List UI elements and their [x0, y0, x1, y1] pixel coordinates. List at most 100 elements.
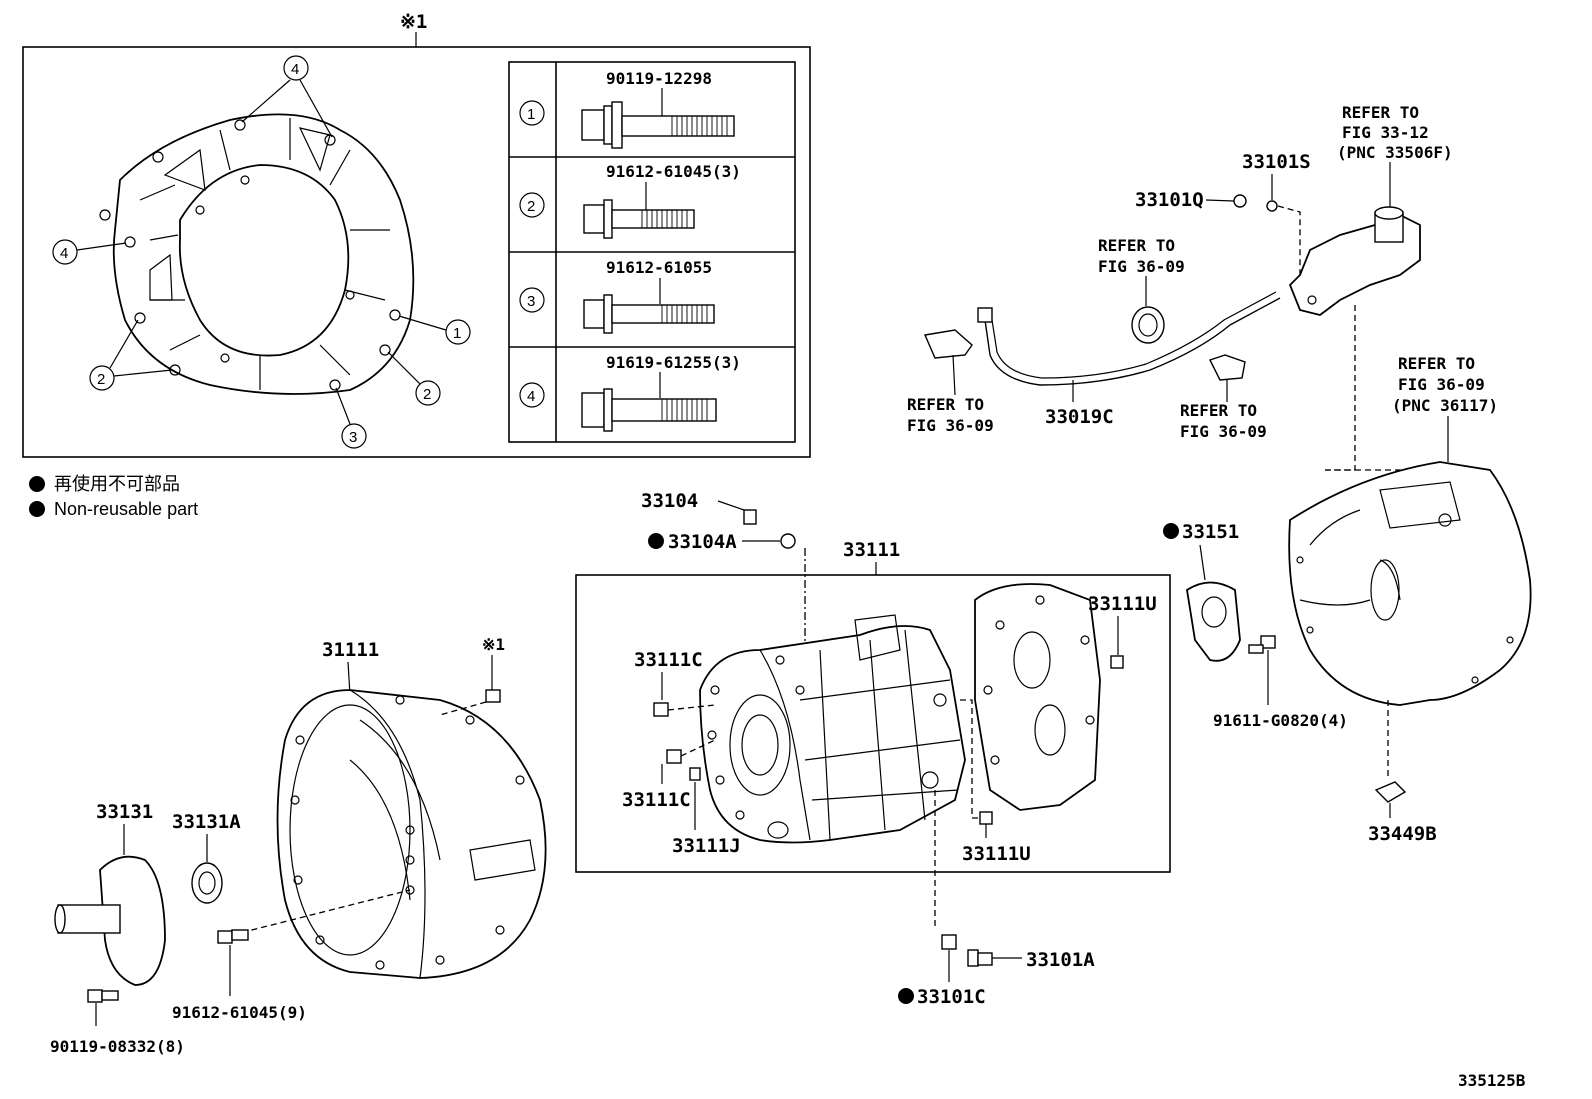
svg-text:335125B: 335125B [1458, 1071, 1526, 1090]
svg-text:33101Q: 33101Q [1135, 189, 1204, 211]
o-ring-33101S [1266, 200, 1278, 212]
svg-text:2: 2 [97, 371, 105, 388]
bolt-91612 [217, 929, 249, 944]
detail-title: ※1 [400, 11, 427, 33]
svg-text:4: 4 [527, 388, 535, 405]
bell-housing-group: 31111 ※1 91612-61045(9) 33131 [50, 635, 547, 1056]
svg-text:REFER TO: REFER TO [1180, 401, 1257, 420]
callout-3: 3 [335, 387, 367, 449]
svg-text:FIG 36-09: FIG 36-09 [1098, 257, 1185, 276]
non-reusable-dot-icon [648, 533, 664, 549]
svg-text:FIG 33-12: FIG 33-12 [1342, 123, 1429, 142]
pin-33111C-a [653, 702, 669, 717]
pin-33111U-b [979, 811, 993, 825]
svg-text:4: 4 [291, 61, 299, 78]
svg-text:※1: ※1 [482, 635, 505, 654]
housing-plate-drawing [99, 113, 415, 395]
svg-text:91612-61045(3): 91612-61045(3) [606, 162, 741, 181]
svg-text:33104: 33104 [641, 490, 698, 512]
front-bearing-retainer [99, 855, 166, 986]
svg-text:REFER TO: REFER TO [907, 395, 984, 414]
svg-text:REFER TO: REFER TO [1342, 103, 1419, 122]
plug-33101A [967, 949, 993, 967]
callout-2-right: 2 [387, 351, 441, 406]
oil-seal-33131A [191, 862, 223, 904]
bolt-row-4: 4 91619-61255(3) [519, 353, 741, 432]
svg-text:4: 4 [60, 245, 68, 262]
clamp-ring [1131, 306, 1165, 344]
svg-text:31111: 31111 [322, 639, 379, 661]
svg-text:(PNC 33506F): (PNC 33506F) [1337, 143, 1453, 162]
legend: 再使用不可部品 Non-reusable part [29, 474, 198, 519]
non-reusable-dot-icon [29, 476, 45, 492]
svg-text:33151: 33151 [1182, 521, 1239, 543]
svg-text:1: 1 [527, 106, 535, 123]
svg-text:2: 2 [527, 198, 535, 215]
svg-text:33111U: 33111U [1088, 593, 1157, 615]
bolt-x1 [485, 689, 501, 703]
svg-text:90119-08332(8): 90119-08332(8) [50, 1037, 185, 1056]
callout-2-left: 2 [89, 319, 173, 391]
svg-text:再使用不可部品: 再使用不可部品 [54, 474, 180, 494]
svg-text:3: 3 [349, 429, 357, 446]
hose-clip-left [924, 329, 973, 359]
fitting-33101Q [1233, 194, 1247, 208]
svg-text:FIG 36-09: FIG 36-09 [1398, 375, 1485, 394]
non-reusable-dot-icon [1163, 523, 1179, 539]
clutch-line-group: REFER TO FIG 33-12 (PNC 33506F) 33101S 3… [907, 103, 1453, 471]
svg-text:Non-reusable part: Non-reusable part [54, 499, 198, 519]
non-reusable-dot-icon [898, 988, 914, 1004]
bolt-row-2: 2 91612-61045(3) [519, 162, 741, 239]
svg-text:33131A: 33131A [172, 811, 241, 833]
bolt-table: 1 90119-12298 2 91612-61045(3) [508, 61, 796, 443]
svg-text:33111C: 33111C [622, 789, 691, 811]
svg-text:33019C: 33019C [1045, 406, 1114, 428]
callout-4-left: 4 [52, 239, 127, 265]
svg-text:33111: 33111 [843, 539, 900, 561]
callout-1: 1 [398, 315, 471, 345]
svg-text:2: 2 [423, 386, 431, 403]
svg-text:33111U: 33111U [962, 843, 1031, 865]
svg-text:33101A: 33101A [1026, 949, 1095, 971]
oil-seal-33151 [1186, 581, 1241, 662]
bolt-91611 [1248, 635, 1276, 705]
svg-text:3: 3 [527, 293, 535, 310]
svg-text:33104A: 33104A [668, 531, 737, 553]
plug-33104 [743, 509, 757, 525]
svg-text:33101C: 33101C [917, 986, 986, 1008]
svg-text:FIG 36-09: FIG 36-09 [907, 416, 994, 435]
hose-clip-right [1209, 354, 1246, 381]
plug-33449B [1374, 781, 1407, 803]
svg-text:REFER TO: REFER TO [1098, 236, 1175, 255]
case-assembly-group: 33104 33104A 33111 [575, 490, 1171, 1008]
pin-33111J [689, 767, 701, 781]
svg-text:91612-61055: 91612-61055 [606, 258, 712, 277]
svg-text:90119-12298: 90119-12298 [606, 69, 712, 88]
gasket-33104A [780, 533, 796, 549]
non-reusable-dot-icon [29, 501, 45, 517]
svg-text:(PNC 36117): (PNC 36117) [1392, 396, 1498, 415]
extension-housing-group: REFER TO FIG 36-09 (PNC 36117) 33449B 91… [1163, 354, 1532, 845]
retainer-sleeve [57, 904, 121, 934]
svg-text:33111J: 33111J [672, 835, 741, 857]
svg-text:91612-61045(9): 91612-61045(9) [172, 1003, 307, 1022]
pin-33111C-b [666, 749, 682, 764]
svg-text:91611-G0820(4): 91611-G0820(4) [1213, 711, 1348, 730]
gasket-33101C [941, 934, 957, 950]
bolt-90119 [87, 989, 119, 1003]
bolt-row-3: 3 91612-61055 [519, 258, 715, 334]
svg-text:91619-61255(3): 91619-61255(3) [606, 353, 741, 372]
svg-text:33131: 33131 [96, 801, 153, 823]
detail-box: ※1 4 [22, 11, 811, 458]
svg-text:REFER TO: REFER TO [1398, 354, 1475, 373]
svg-text:33111C: 33111C [634, 649, 703, 671]
svg-text:FIG 36-09: FIG 36-09 [1180, 422, 1267, 441]
svg-text:33449B: 33449B [1368, 823, 1437, 845]
svg-text:33101S: 33101S [1242, 151, 1311, 173]
callout-4-top: 4 [241, 55, 333, 138]
bolt-row-1: 1 90119-12298 [519, 69, 735, 149]
pin-33111U-a [1110, 655, 1124, 669]
svg-text:1: 1 [453, 325, 461, 342]
